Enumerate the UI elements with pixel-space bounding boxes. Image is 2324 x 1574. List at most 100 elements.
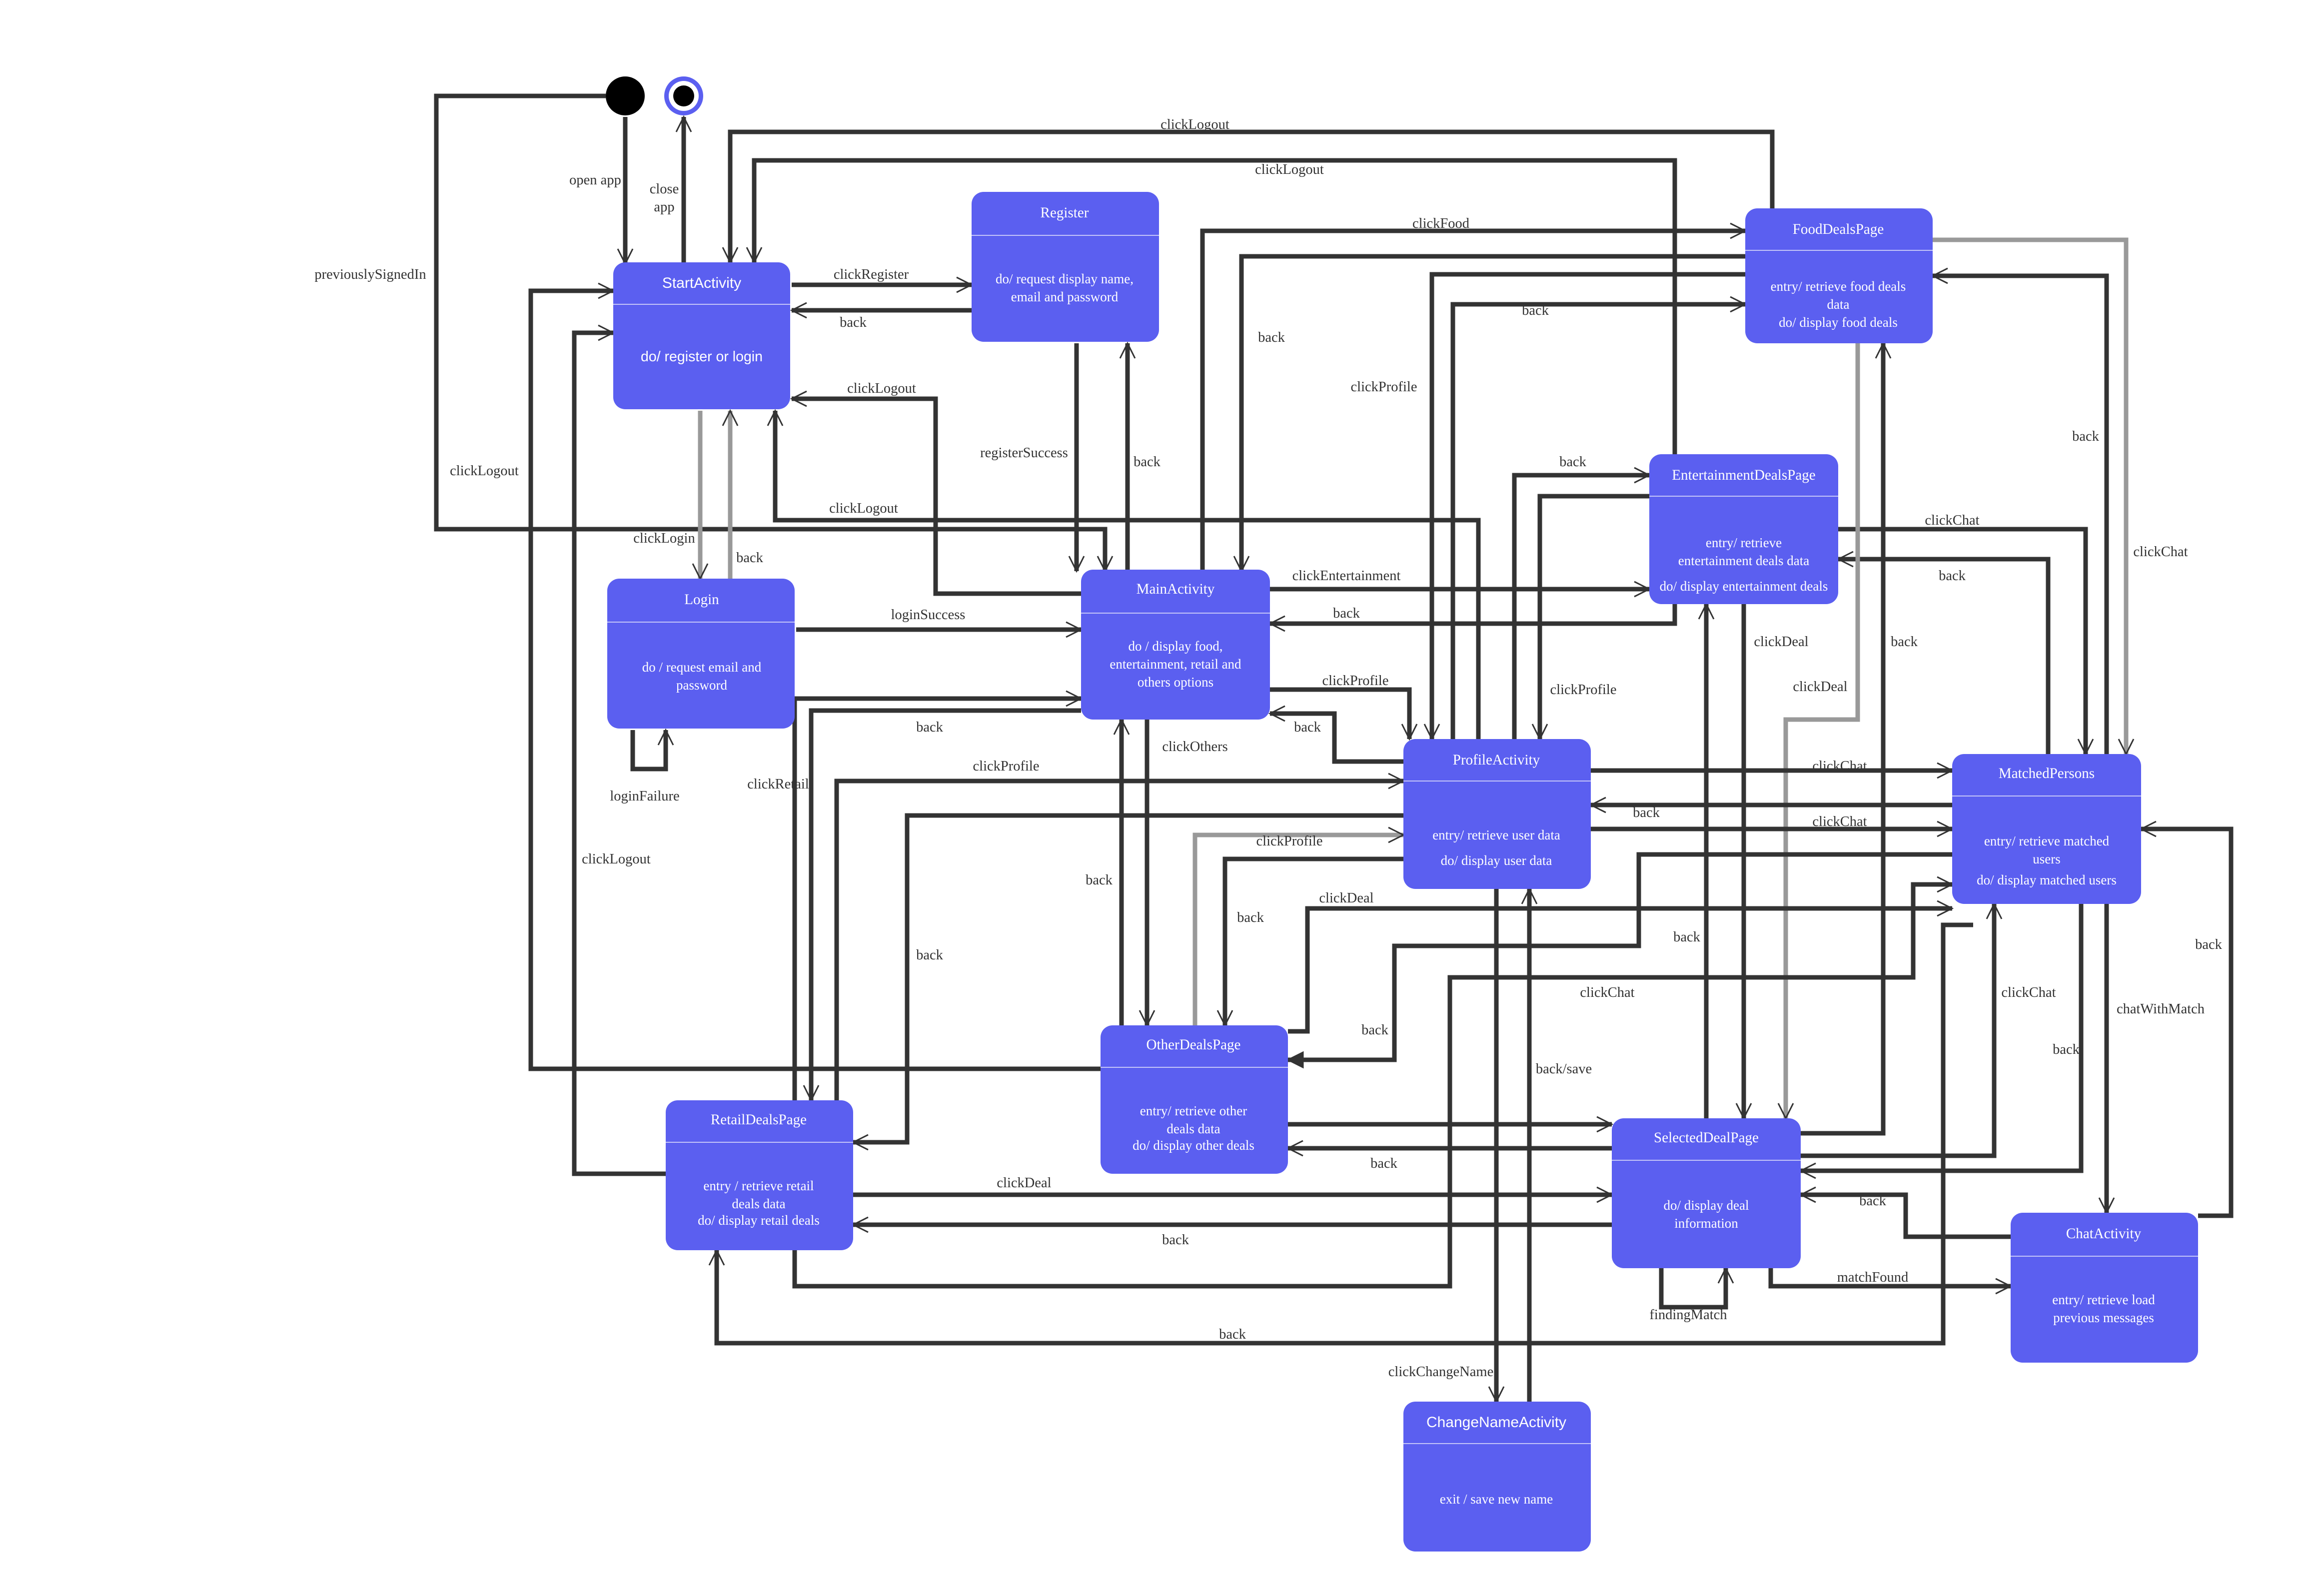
label-click-change-name: clickChangeName (1388, 1364, 1494, 1380)
edge-retail-click-profile (834, 781, 1403, 1100)
label-click-chat-sel: clickChat (1580, 985, 1634, 1000)
label-click-logout-retail: clickLogout (582, 851, 651, 867)
state-body-line: do/ display food deals (1779, 315, 1898, 330)
label-ent-back: back (1559, 454, 1587, 470)
label-finding-match: findingMatch (1649, 1307, 1727, 1323)
label-ent-main-back: back (1333, 606, 1360, 621)
label-click-profile-food: clickProfile (1351, 379, 1417, 395)
state-body-line: entertainment, retail and (1110, 657, 1241, 672)
label-chat-sel-back: back (1859, 1193, 1887, 1209)
edge-matched-back-selected (1801, 904, 2084, 1171)
state-body-line: entry/ retrieve load (2052, 1292, 2155, 1307)
edge-main-click-profile (1270, 687, 1409, 739)
transitions (434, 93, 2234, 1402)
label-click-food: clickFood (1412, 216, 1469, 231)
edge-profile-back-retail (853, 813, 1403, 1142)
pseudo-states (606, 76, 703, 115)
edge-matched-back-food (1933, 276, 2109, 754)
edge-other-click-deal (1288, 908, 1952, 1034)
edge-chat-back-matched (2141, 829, 2234, 1218)
label-sel-other-back: back (1370, 1156, 1398, 1171)
edge-other-click-profile (1192, 835, 1403, 1025)
state-register: Register do/ request display name, email… (972, 192, 1159, 342)
label-chat-matched-back: back (2195, 937, 2223, 952)
edge-profile-back-other (1225, 856, 1403, 1025)
state-food-deals-page: FoodDealsPage entry/ retrieve food deals… (1745, 208, 1933, 343)
edge-ent-back-profile (1512, 475, 1649, 739)
state-other-deals-page: OtherDealsPage entry/ retrieve other dea… (1101, 1025, 1288, 1174)
label-matched-ent-back: back (1939, 568, 1966, 584)
label-click-logout-start: clickLogout (847, 381, 916, 396)
label-click-chat-profile2: clickChat (1812, 814, 1867, 829)
state-title: MainActivity (1137, 581, 1215, 597)
state-chat-activity: ChatActivity entry/ retrieve load previo… (2011, 1213, 2198, 1363)
label-click-deal-retail: clickDeal (997, 1175, 1051, 1191)
state-body-line: do/ display user data (1441, 853, 1552, 868)
label-click-logout-main: clickLogout (829, 501, 898, 516)
label-login-success: loginSuccess (891, 607, 966, 623)
label-match-found: matchFound (1837, 1270, 1909, 1285)
state-title: ChatActivity (2066, 1226, 2142, 1242)
initial-state-dot (606, 76, 645, 115)
label-click-profile-main: clickProfile (1322, 673, 1389, 689)
label-other-back: back (1361, 1022, 1389, 1038)
state-body-line: entry/ retrieve matched (1984, 833, 2110, 848)
edge-retail-click-chat (792, 884, 1952, 1289)
label-click-deal-food: clickDeal (1793, 679, 1847, 695)
edge-retail-logout-start (572, 333, 666, 1176)
label-profile-main-back: back (1294, 720, 1321, 735)
label-click-chat-matched: clickChat (2001, 985, 2056, 1000)
label-open-app: open app (569, 172, 621, 188)
label-login-failure: loginFailure (610, 788, 679, 804)
label-click-entertainment: clickEntertainment (1292, 568, 1401, 584)
label-food-back: back (1522, 303, 1549, 318)
edge-profile-back-food (1450, 304, 1745, 739)
state-body-line: do/ display deal (1664, 1198, 1749, 1213)
label-click-profile-retail: clickProfile (973, 759, 1040, 774)
state-title: FoodDealsPage (1793, 221, 1884, 237)
state-profile-activity: ProfileActivity entry/ retrieve user dat… (1403, 739, 1591, 889)
state-matched-persons: MatchedPersons entry/ retrieve matched u… (1952, 754, 2141, 904)
label-click-logout-left: clickLogout (450, 463, 519, 479)
label-chat-with-match: chatWithMatch (2117, 1001, 2205, 1017)
label-click-chat-profile: clickChat (1812, 759, 1867, 774)
label-retail-main-back: back (916, 720, 944, 735)
edge-matched-back-other (1288, 852, 1952, 1060)
state-title: ProfileActivity (1453, 752, 1540, 768)
label-click-logout-top2: clickLogout (1255, 162, 1324, 177)
label-register-back2: back (1134, 454, 1161, 470)
edge-ent-logout-start (754, 158, 1677, 454)
edge-ent-click-profile (1540, 494, 1649, 739)
edge-sel-back-food (1801, 343, 1883, 1136)
transition-labels: open app close app previouslySignedIn cl… (314, 117, 2222, 1380)
label-click-chat-ent: clickChat (1925, 513, 1979, 528)
state-body-line: do/ display other deals (1133, 1138, 1254, 1153)
state-main-activity: MainActivity do / display food, entertai… (1081, 570, 1270, 720)
edge-selected-click-chat (1801, 904, 1994, 1158)
label-click-deal-other: clickDeal (1319, 890, 1373, 906)
state-body-line: do/ request display name, (996, 271, 1134, 286)
label-click-login: clickLogin (633, 531, 695, 546)
state-title: OtherDealsPage (1147, 1037, 1241, 1053)
state-body-line: do/ display entertainment deals (1660, 579, 1828, 594)
label-food-matched-back: back (2072, 429, 2100, 444)
state-body-line: users (2033, 851, 2061, 866)
state-entertainment-deals-page: EntertainmentDealsPage entry/ retrieve e… (1649, 454, 1838, 604)
label-login-back: back (736, 550, 764, 566)
state-body-line: exit / save new name (1440, 1492, 1553, 1507)
state-body-line: entry / retrieve retail (703, 1178, 814, 1193)
label-click-profile-other: clickProfile (1256, 833, 1323, 849)
state-body-line: deals data (1166, 1121, 1220, 1136)
state-title: StartActivity (662, 275, 741, 291)
edge-matched-back-ent (1838, 559, 2051, 754)
label-sel-retail-back: back (1162, 1232, 1189, 1248)
edge-matched-back-retail (717, 922, 1973, 1346)
state-body-line: entry/ retrieve other (1140, 1103, 1247, 1118)
label-click-logout-top: clickLogout (1161, 117, 1229, 132)
edge-food-click-profile (1432, 272, 1745, 739)
label-click-retail: clickRetail (747, 777, 809, 792)
state-body-line: password (676, 678, 727, 693)
edge-chat-back-selected (1801, 1195, 2011, 1239)
label-click-others: clickOthers (1162, 739, 1227, 755)
